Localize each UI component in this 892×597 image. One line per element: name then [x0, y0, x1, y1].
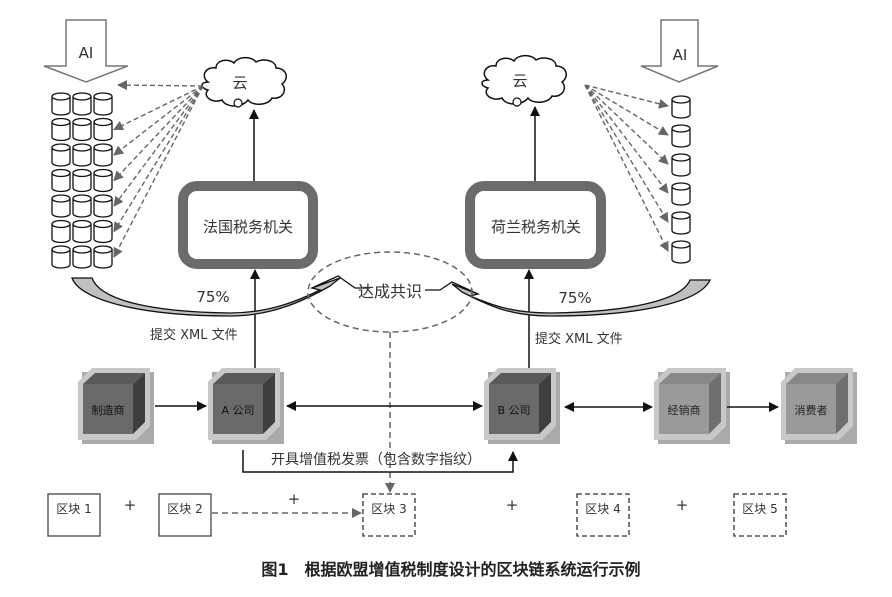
invoice-label: 开具增值税发票（包含数字指纹） — [271, 452, 481, 468]
database-icon — [72, 143, 92, 167]
dashed-arrow — [113, 85, 204, 131]
database-icon — [671, 153, 691, 177]
blockchain-blocks: 区块 1 区块 2 区块 3 区块 4 区块 5 — [47, 493, 787, 537]
database-icon — [671, 240, 691, 264]
percent-label-right: 75% — [558, 289, 591, 307]
percent-label-left: 75% — [196, 288, 229, 306]
database-icon — [51, 117, 71, 142]
consensus-label: 达成共识 — [358, 282, 422, 301]
dashed-arrow — [584, 84, 669, 194]
database-icon — [671, 124, 691, 148]
database-icon — [93, 219, 113, 244]
ai-arrow-left: AI — [43, 19, 129, 83]
dashed-arrow — [113, 85, 204, 233]
entity-label: A 公司 — [221, 404, 254, 417]
block: 区块 4 — [576, 493, 630, 537]
cloud-icon — [201, 56, 287, 107]
database-icon — [93, 92, 113, 116]
ai-label-right: AI — [673, 46, 688, 64]
database-icon — [51, 168, 71, 193]
database-icon — [51, 219, 71, 244]
database-column-right — [671, 95, 691, 264]
block: 区块 3 — [362, 493, 416, 537]
dashed-arrow — [584, 84, 669, 223]
block-label: 区块 5 — [742, 502, 777, 516]
dashed-arrow — [113, 85, 204, 156]
block-label: 区块 1 — [56, 502, 91, 516]
block-label: 区块 2 — [167, 502, 202, 516]
database-icon — [51, 194, 71, 218]
entity-label: 制造商 — [92, 403, 125, 417]
dashed-arrow — [584, 84, 669, 136]
block: 区块 5 — [733, 493, 787, 537]
submit-xml-label-right: 提交 XML 文件 — [535, 331, 623, 347]
database-icon — [72, 168, 92, 193]
cloud-to-database-arrows-left — [113, 80, 204, 258]
database-icon — [51, 143, 71, 167]
cloud-left: 云 — [201, 56, 287, 108]
database-grid-left — [51, 92, 113, 269]
block: 区块 2 — [158, 493, 212, 537]
entity-cube: B 公司 — [484, 368, 560, 444]
entity-cube: A 公司 — [208, 368, 284, 444]
database-icon — [671, 182, 691, 206]
plus-sign: + — [506, 496, 519, 514]
database-icon — [72, 117, 92, 142]
database-icon — [51, 92, 71, 116]
entity-cube: 制造商 — [78, 368, 154, 444]
cloud-right: 云 — [481, 54, 567, 107]
cloud-label-left: 云 — [232, 74, 247, 92]
plus-sign: + — [124, 496, 137, 514]
database-icon — [72, 245, 92, 269]
figure-caption: 图1 根据欧盟增值税制度设计的区块链系统运行示例 — [261, 560, 640, 579]
database-icon — [671, 211, 691, 235]
dashed-arrow — [113, 85, 204, 207]
curved-arrow-right — [425, 279, 712, 317]
curved-arrow-left — [71, 275, 370, 317]
ai-arrow-right: AI — [640, 19, 719, 83]
database-icon — [72, 194, 92, 218]
database-icon — [671, 95, 691, 119]
entity-cube: 消费者 — [781, 368, 857, 444]
database-icon — [51, 245, 71, 269]
block-label: 区块 3 — [371, 502, 406, 516]
database-icon — [93, 143, 113, 167]
consensus-ellipse — [307, 251, 473, 333]
cloud-label-right: 云 — [512, 72, 527, 90]
ai-label-left: AI — [79, 44, 94, 62]
dashed-arrow — [113, 85, 204, 182]
database-icon — [93, 194, 113, 218]
dashed-arrow — [117, 80, 204, 91]
entity-cube: 经销商 — [654, 368, 730, 444]
entity-cubes: 制造商 A 公司 B 公司 经销商 消费者 — [78, 368, 857, 444]
database-icon — [72, 92, 92, 116]
entity-label: 消费者 — [795, 403, 828, 417]
authority-box-france: 法国税务机关 — [178, 181, 318, 269]
cloud-to-database-arrows-right — [584, 84, 669, 252]
plus-sign: + — [288, 490, 301, 508]
entity-label: B 公司 — [497, 404, 530, 417]
block-label: 区块 4 — [585, 502, 620, 516]
database-icon — [72, 219, 92, 244]
database-icon — [93, 168, 113, 193]
block: 区块 1 — [47, 493, 101, 537]
invoice-arrow — [242, 450, 518, 473]
cloud-icon — [481, 54, 567, 105]
dashed-arrow — [584, 84, 669, 252]
authority-box-netherlands: 荷兰税务机关 — [465, 181, 606, 269]
entity-label: 经销商 — [668, 403, 701, 417]
dashed-arrow — [584, 84, 669, 165]
dashed-arrow — [584, 84, 669, 109]
plus-sign: + — [676, 496, 689, 514]
authority-label-netherlands: 荷兰税务机关 — [491, 218, 581, 236]
dashed-arrow — [113, 85, 204, 258]
authority-label-france: 法国税务机关 — [203, 218, 293, 236]
submit-xml-label-left: 提交 XML 文件 — [150, 327, 238, 343]
database-icon — [93, 245, 113, 269]
database-icon — [93, 117, 113, 142]
